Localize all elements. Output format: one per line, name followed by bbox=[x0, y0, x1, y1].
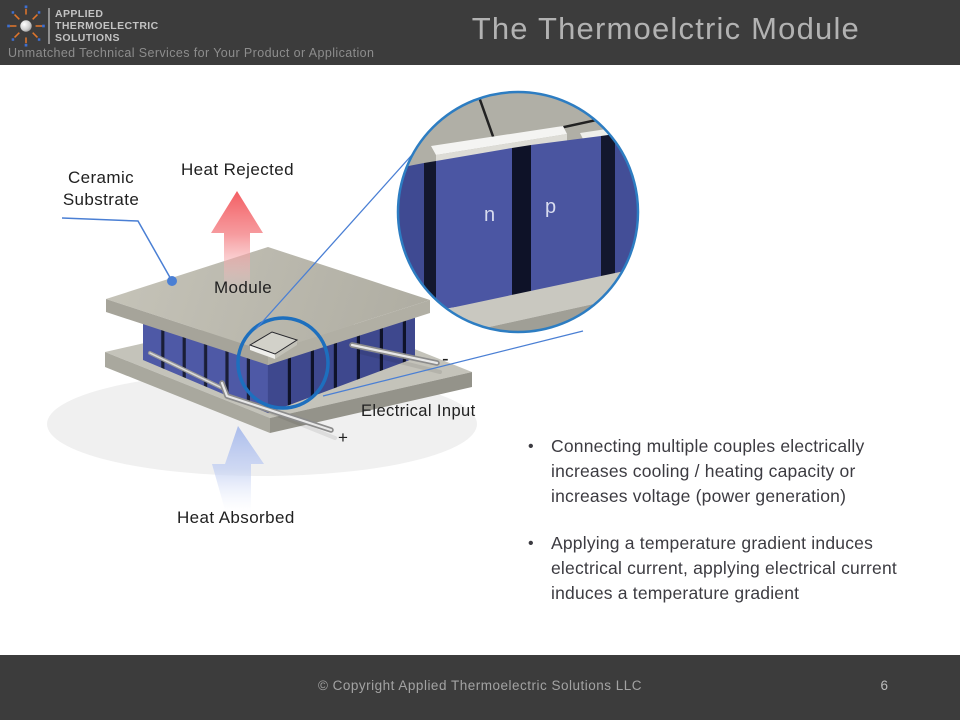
company-tagline: Unmatched Technical Services for Your Pr… bbox=[8, 46, 375, 60]
thermoelectric-pillars bbox=[143, 310, 415, 413]
electrical-input-label: Electrical Input bbox=[361, 402, 476, 420]
heat-rejected-label: Heat Rejected bbox=[181, 160, 294, 179]
heat-absorbed-arrow bbox=[212, 426, 264, 510]
header-bar: APPLIED THERMOELECTRIC SOLUTIONS Unmatch… bbox=[0, 0, 960, 65]
slide-title: The Thermoelctric Module bbox=[471, 11, 860, 46]
ceramic-substrate-label: Ceramic Substrate bbox=[62, 168, 140, 209]
company-logo: APPLIED THERMOELECTRIC SOLUTIONS bbox=[6, 5, 159, 47]
heat-rejected-arrow bbox=[211, 191, 263, 295]
copyright-text: © Copyright Applied Thermoelectric Solut… bbox=[317, 678, 643, 693]
bullet-text: Connecting multiple couples electrically… bbox=[551, 436, 865, 506]
minus-terminal-label: - bbox=[442, 348, 450, 370]
bullet-marker: • bbox=[528, 438, 534, 455]
logo-line: THERMOELECTRIC bbox=[55, 20, 159, 32]
footer-bar: © Copyright Applied Thermoelectric Solut… bbox=[0, 655, 960, 720]
logo-starburst-icon bbox=[7, 5, 45, 47]
logo-wordmark: APPLIED THERMOELECTRIC SOLUTIONS bbox=[48, 8, 159, 44]
module-label: Module bbox=[214, 278, 273, 297]
bullet-item: • Connecting multiple couples electrical… bbox=[528, 434, 936, 509]
n-type-label: n bbox=[484, 204, 496, 226]
top-ceramic-plate bbox=[106, 247, 430, 365]
p-type-label: p bbox=[545, 196, 557, 218]
plus-terminal-label: + bbox=[338, 428, 349, 447]
zoom-inset bbox=[396, 90, 640, 334]
zoom-source-circle bbox=[236, 316, 330, 410]
exposed-strap-piece bbox=[248, 331, 299, 359]
heat-absorbed-label: Heat Absorbed bbox=[177, 508, 295, 527]
bullet-text: Applying a temperature gradient induces … bbox=[551, 533, 897, 603]
ceramic-substrate-callout bbox=[61, 217, 177, 286]
logo-line: APPLIED bbox=[55, 8, 104, 20]
zoom-callout-lines bbox=[255, 146, 584, 397]
bullet-marker: • bbox=[528, 535, 534, 552]
logo-line: SOLUTIONS bbox=[55, 32, 120, 44]
page-number: 6 bbox=[880, 678, 888, 693]
electrical-wires bbox=[148, 342, 442, 440]
bullet-item: • Applying a temperature gradient induce… bbox=[528, 531, 936, 606]
bullet-list: • Connecting multiple couples electrical… bbox=[528, 434, 936, 606]
